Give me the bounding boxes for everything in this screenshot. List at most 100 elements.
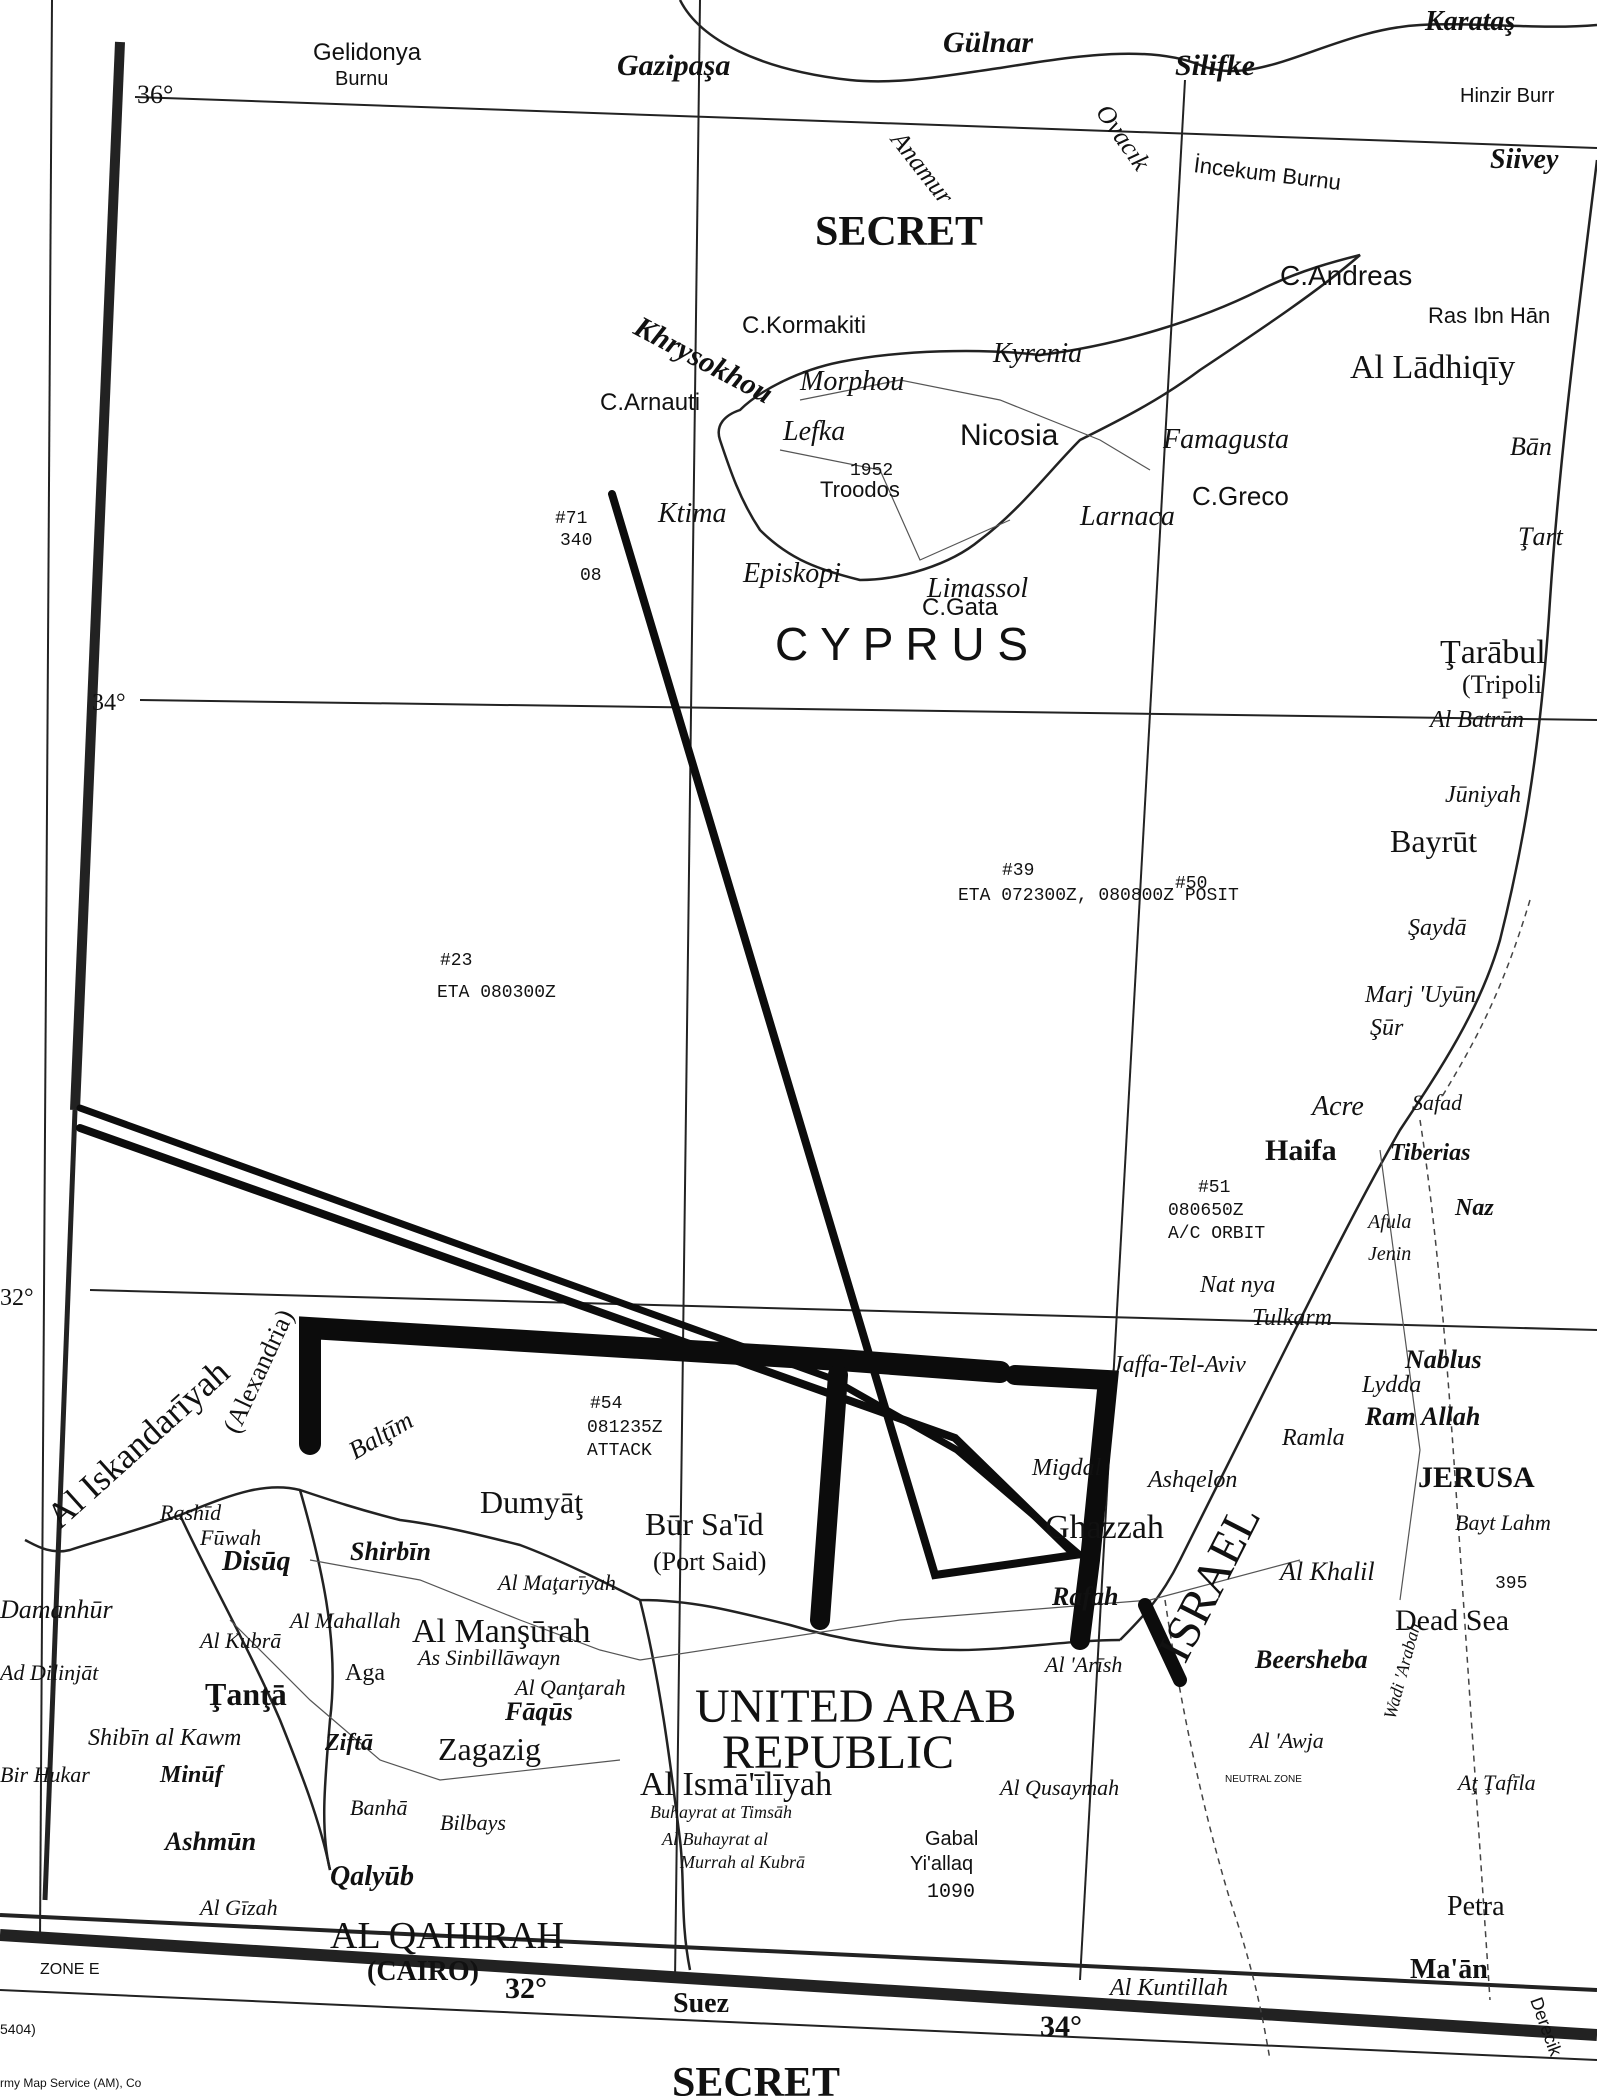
place-ras-ibn-hani: Ras Ibn Hān [1428, 303, 1550, 328]
sinai-road [639, 1559, 1301, 1661]
place-timsah: Buhayrat at Timsāh [650, 1802, 792, 1822]
cyprus-coast [717, 253, 1361, 582]
place-dusuq: Disūq [221, 1546, 290, 1577]
place-ban: Bān [1510, 432, 1552, 461]
place-qantarah: Al Qanţarah [513, 1675, 626, 1700]
place-shirbin: Shirbīn [350, 1537, 431, 1566]
place-bilbays: Bilbays [440, 1810, 506, 1835]
margin-sheet: 5404) [0, 2021, 36, 2037]
place-rafah: Rafah [1051, 1582, 1118, 1611]
annotation-51-orbit: A/C ORBIT [1168, 1224, 1265, 1244]
place-petra: Petra [1447, 1891, 1505, 1922]
lon-32-line [674, 0, 701, 1981]
place-suez: Suez [673, 1988, 729, 2019]
bottom-border-thin [0, 1989, 1597, 2061]
country-cyprus: C Y P R U S [775, 618, 1028, 670]
annotation-54-attack: ATTACK [587, 1441, 652, 1461]
place-juniyah: Jūniyah [1445, 782, 1521, 808]
annotation-71-id: #71 [555, 509, 587, 529]
place-morphou: Morphou [799, 366, 904, 397]
annotation-39-eta: ETA 072300Z, 080800Z POSIT [958, 886, 1239, 906]
place-episkopi: Episkopi [742, 558, 841, 589]
levant-road [1379, 1149, 1421, 1601]
lon-34-label: 34° [1040, 2010, 1082, 2043]
place-lefka: Lefka [782, 416, 845, 447]
place-qusaymah: Al Qusaymah [998, 1775, 1119, 1800]
place-al-awja: Al 'Awja [1248, 1728, 1324, 1753]
margin-credit: rmy Map Service (AM), Co [0, 2076, 142, 2090]
delta-road-1 [309, 1559, 641, 1661]
place-sur: Şūr [1370, 1015, 1404, 1041]
place-banha: Banhā [350, 1795, 407, 1820]
delta-road-2 [229, 1619, 621, 1781]
track-segment-rafah [1138, 1598, 1187, 1687]
place-sinbillawayn: As Sinbillāwayn [416, 1645, 560, 1670]
place-damanhur: Damanhūr [0, 1595, 114, 1624]
lat-36-label: 36° [137, 80, 173, 109]
place-maan: Ma'ān [1410, 1954, 1488, 1985]
place-limassol: Limassol [926, 573, 1028, 604]
place-al-khalil: Al Khalil [1278, 1557, 1375, 1586]
place-minuf: Minūf [159, 1762, 225, 1788]
place-ashqelon: Ashqelon [1146, 1467, 1237, 1493]
country-uar-line2: REPUBLIC [722, 1726, 954, 1779]
place-aga: Aga [345, 1660, 385, 1686]
place-bur-said: Būr Sa'īd [645, 1506, 764, 1542]
place-ramla: Ramla [1281, 1425, 1345, 1451]
lat-34-line [139, 699, 1597, 721]
place-al-tafila: Aţ Ţafīla [1456, 1770, 1536, 1795]
label-neutral-zone: NEUTRAL ZONE [1225, 1774, 1302, 1785]
place-ramallah: Ram Allah [1364, 1402, 1480, 1431]
nile-damietta [298, 1489, 334, 1871]
annotation-54-time: 081235Z [587, 1418, 663, 1438]
place-c-gata: C.Gata [922, 594, 999, 621]
place-tripoli: (Tripoli [1462, 670, 1542, 699]
coastlines [24, 0, 1597, 1971]
place-nazareth: Naz [1454, 1195, 1494, 1221]
levant-coast [1119, 159, 1597, 1641]
margin-zone: ZONE E [40, 1961, 100, 1978]
box-right [1005, 1365, 1119, 1650]
lon-32-label: 32° [505, 1972, 547, 2005]
place-kubri: Al Kubrā [198, 1628, 281, 1653]
place-zifta: Ziftā [324, 1730, 373, 1756]
place-gabal-1: Gabal [925, 1828, 978, 1850]
place-gizah: Al Gīzah [198, 1895, 278, 1920]
place-jaffa: Jaffa-Tel-Aviv [1112, 1352, 1246, 1378]
place-larnaca: Larnaca [1079, 501, 1175, 532]
place-gelidonya: Gelidonya [313, 39, 422, 66]
road-network [229, 379, 1421, 1781]
place-burnu: Burnu [335, 68, 388, 90]
place-al-batrun: Al Batrūn [1428, 707, 1524, 733]
place-siivey: Siivey [1490, 144, 1559, 175]
place-bayrut: Bayrūt [1390, 823, 1477, 859]
place-birhukar: Bir Hukar [0, 1762, 90, 1787]
nile-rosetta [178, 1514, 332, 1871]
classification-top: SECRET [815, 209, 983, 255]
place-ismailiyah: Al Ismā'īlīyah [640, 1766, 832, 1803]
turkey-coast [678, 0, 1597, 83]
place-rashid: Rashīd [159, 1500, 222, 1525]
place-al-arish: Al 'Arīsh [1043, 1652, 1122, 1677]
lat-32-label: 32° [0, 1285, 34, 1311]
gabal-elevation: 1090 [927, 1881, 975, 1904]
lat-36-line [134, 96, 1597, 149]
elevation-395: 395 [1495, 1574, 1527, 1594]
place-zagazig: Zagazig [438, 1731, 541, 1767]
place-fuwah: Fūwah [199, 1525, 261, 1550]
place-afula: Afula [1366, 1211, 1411, 1233]
place-tart: Ţart [1518, 522, 1564, 551]
map-frame-left-lower [42, 1109, 78, 1901]
annotations: #71 340 08 #39 #50 ETA 072300Z, 080800Z … [437, 509, 1265, 1461]
annotation-54-id: #54 [590, 1394, 622, 1414]
annotation-71-time: 08 [580, 566, 602, 586]
place-lydda: Lydda [1361, 1372, 1421, 1398]
troodos-elevation: 1952 [850, 461, 893, 481]
place-c-greco: C.Greco [1192, 481, 1289, 511]
box-inner-left [810, 1365, 848, 1630]
margin-line-left [39, 0, 53, 1941]
place-faqus: Fāqūs [504, 1697, 573, 1726]
place-marj-uyun: Marj 'Uyūn [1364, 982, 1476, 1008]
place-gulnar: Gülnar [943, 26, 1033, 59]
